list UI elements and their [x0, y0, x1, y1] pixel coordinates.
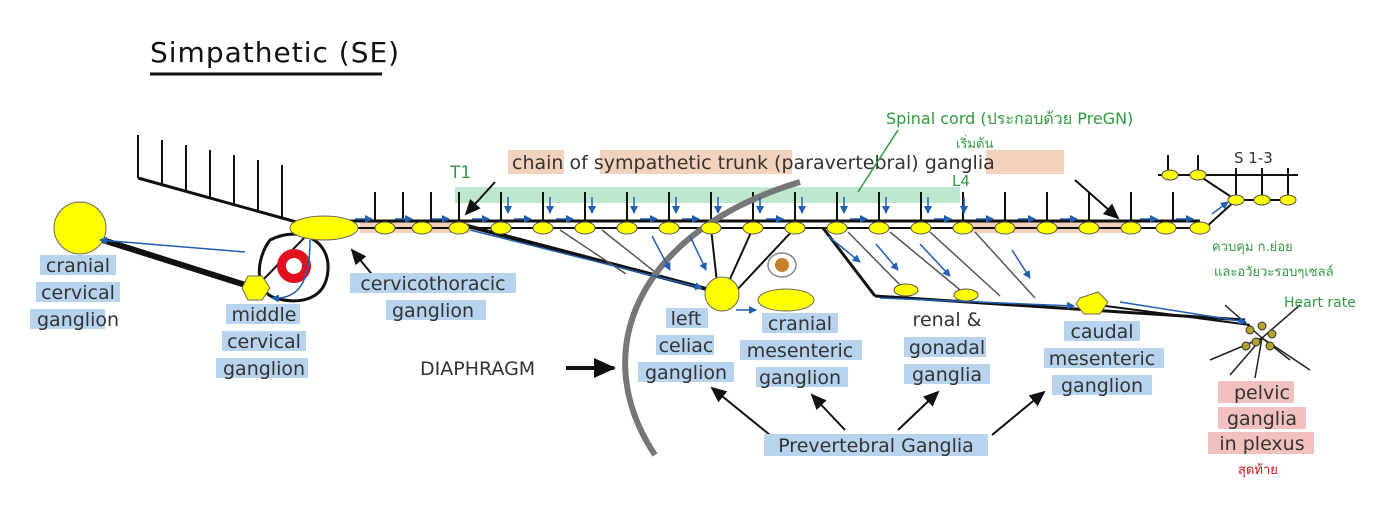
- svg-text:ganglion: ganglion: [392, 300, 474, 322]
- page-title: Simpathetic (SE): [150, 36, 400, 69]
- label-renal-gonadal: renal & gonadal ganglia: [904, 309, 990, 386]
- diaphragm-arc: [622, 179, 801, 457]
- cranial-cervical-ganglion-shape: [53, 201, 107, 255]
- chain-label: chain of sympathetic trunk (paravertebra…: [512, 152, 995, 174]
- label-cervicothoracic: cervicothoracic ganglion: [350, 273, 516, 322]
- label-middle-cervical: middle cervical ganglion: [216, 304, 308, 380]
- celiac-root-3: [734, 227, 796, 293]
- side-note-1: ควบคุม ก.ย่อย: [1212, 240, 1293, 255]
- svg-text:gonadal: gonadal: [909, 337, 985, 359]
- cervicothoracic-ganglion-shape: [289, 215, 359, 241]
- spinal-cord-note: Spinal cord (ประกอบด้วย PreGN): [886, 109, 1133, 128]
- svg-text:pelvic: pelvic: [1234, 382, 1290, 404]
- prevert-arrow-mesenteric: [810, 393, 846, 431]
- label-caudal-mesenteric: caudal mesenteric ganglion: [1044, 321, 1164, 397]
- svg-text:cervical: cervical: [41, 282, 115, 304]
- label-cranial-mesenteric: cranial mesenteric ganglion: [740, 313, 862, 389]
- ganglia-arrow: [1074, 179, 1120, 220]
- svg-text:middle: middle: [232, 304, 297, 326]
- prevert-arrow-celiac: [710, 386, 771, 436]
- lumbar-splanchnic-4: [929, 231, 1001, 297]
- chain-arrows: [355, 201, 1229, 223]
- svg-text:mesenteric: mesenteric: [747, 340, 854, 362]
- svg-text:renal &: renal &: [913, 309, 982, 331]
- diaphragm-label: DIAPHRAGM: [420, 358, 535, 380]
- pelvic-note: สุดท้าย: [1238, 463, 1278, 478]
- svg-text:cranial: cranial: [768, 313, 832, 335]
- cervical-trunk: [89, 233, 256, 291]
- lumbar-splanchnic-3: [889, 231, 966, 295]
- cranial-mesenteric-ganglion-shape: [757, 288, 815, 312]
- svg-text:cranial: cranial: [46, 255, 110, 277]
- svg-text:caudal: caudal: [1070, 321, 1133, 343]
- svg-text:Prevertebral Ganglia: Prevertebral Ganglia: [778, 435, 974, 457]
- label-prevertebral: Prevertebral Ganglia: [764, 434, 988, 457]
- pelvic-ganglia-icons: [1241, 321, 1277, 351]
- svg-text:mesenteric: mesenteric: [1049, 348, 1156, 370]
- svg-text:cervical: cervical: [227, 331, 301, 353]
- middle-cervical-ganglion-shape: [241, 275, 271, 301]
- t1-arrow: [464, 181, 496, 216]
- svg-text:in plexus: in plexus: [1219, 433, 1304, 455]
- svg-text:left: left: [671, 308, 702, 330]
- spinal-ticks: [137, 135, 1289, 221]
- pathway-arrows: [99, 229, 1247, 325]
- l4-label: L4: [952, 172, 970, 190]
- sacral-label: S 1-3: [1234, 149, 1273, 167]
- svg-text:ganglion: ganglion: [1061, 375, 1143, 397]
- lumbar-splanchnic-2: [847, 231, 906, 291]
- prevert-arrow-renal: [897, 390, 940, 431]
- spinal-cord-highlight: [455, 187, 960, 203]
- svg-text:ganglia: ganglia: [1227, 408, 1297, 430]
- label-pelvic: pelvic ganglia in plexus: [1208, 381, 1314, 455]
- splanchnic-nerve-3: [601, 229, 661, 277]
- chain-ganglia: [374, 169, 1297, 302]
- hypogastric-nerve: [1097, 304, 1251, 326]
- spinal-cord-line: [137, 176, 301, 225]
- svg-text:ganglia: ganglia: [912, 364, 982, 386]
- celiac-ganglion-shape: [704, 276, 740, 312]
- svg-text:cervicothoracic: cervicothoracic: [360, 273, 505, 295]
- label-left-celiac: left celiac ganglion: [638, 308, 734, 384]
- svg-text:ganglion: ganglion: [223, 358, 305, 380]
- down-arrows: [504, 197, 968, 214]
- lumbar-splanchnic-5: [974, 231, 1036, 299]
- spinal-note-pointer: [857, 129, 899, 193]
- caudal-mesenteric-ganglion-shape: [1075, 291, 1109, 315]
- svg-text:ganglion: ganglion: [37, 309, 119, 331]
- sacral-connect: [1197, 174, 1237, 201]
- svg-text:ganglion: ganglion: [759, 367, 841, 389]
- svg-text:celiac: celiac: [659, 335, 714, 357]
- chain-to-sacral: [1204, 199, 1237, 229]
- label-cranial-cervical: cranial cervical ganglion: [30, 255, 120, 331]
- svg-text:ganglion: ganglion: [645, 362, 727, 384]
- side-note-3: Heart rate: [1284, 295, 1356, 311]
- side-note-2: และอวัยวะรอบๆเซลล์: [1214, 264, 1334, 280]
- prevert-arrow-caudal: [991, 390, 1046, 436]
- t1-label: T1: [449, 163, 471, 183]
- spinal-start-note: เริ่มต้น: [956, 135, 993, 152]
